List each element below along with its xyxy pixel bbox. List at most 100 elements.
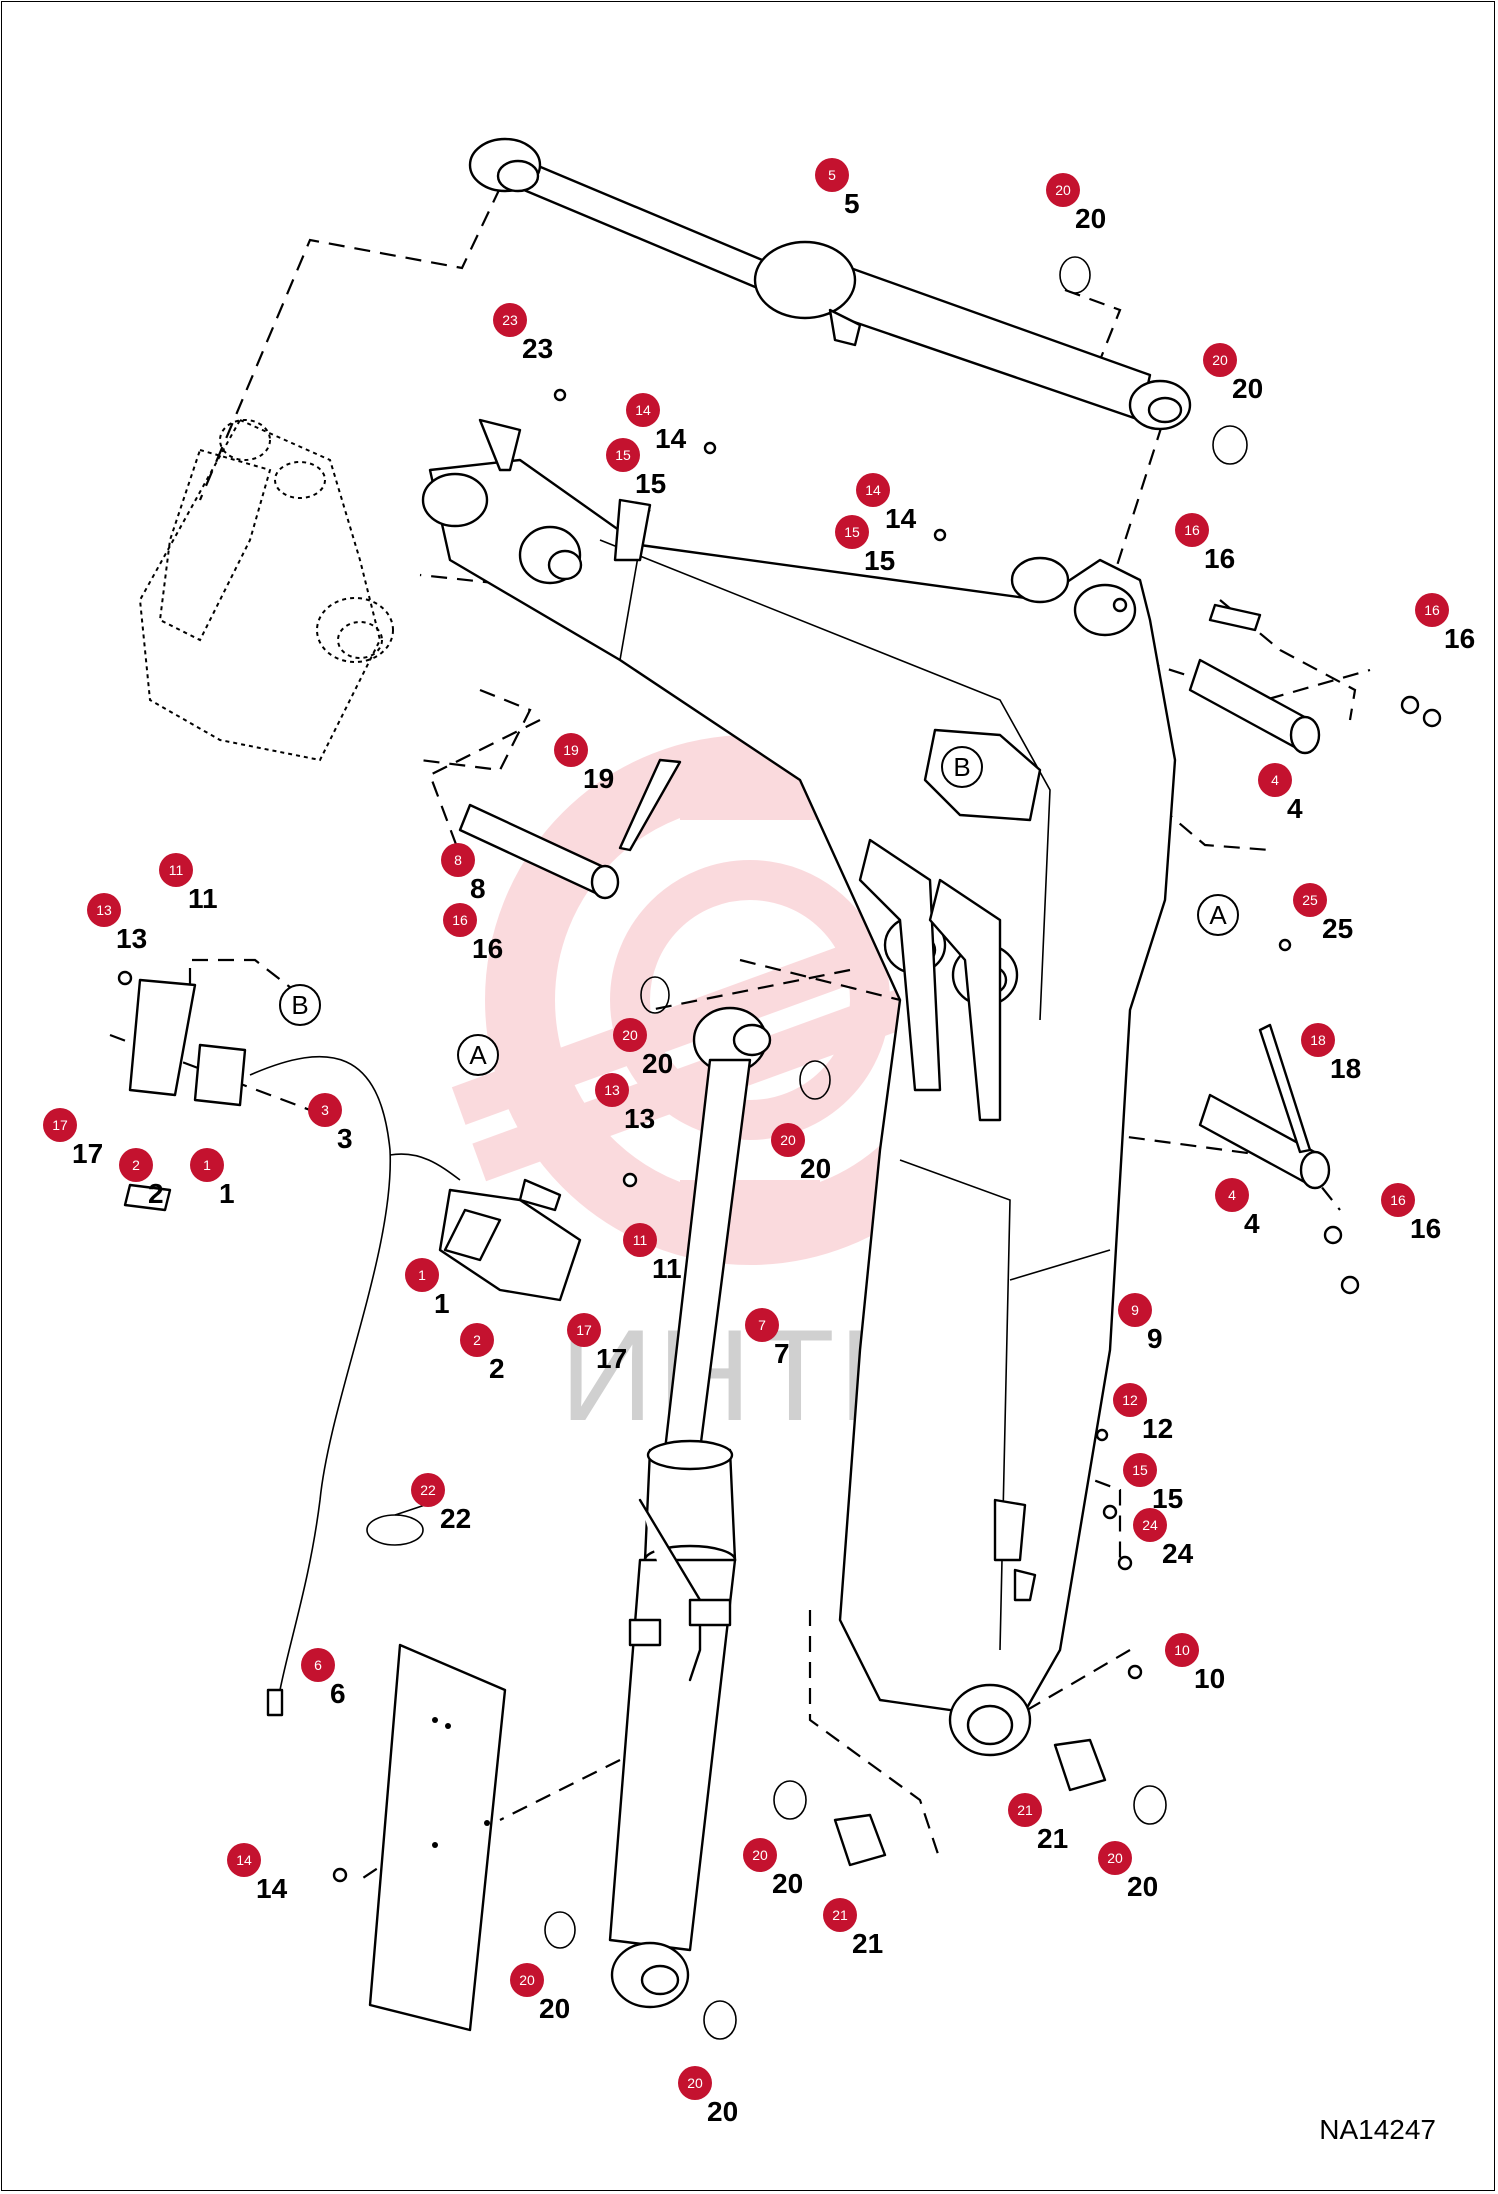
part-number-label: 13 <box>624 1103 655 1134</box>
badge-number: 17 <box>576 1322 592 1338</box>
shield-plate <box>368 1643 507 2032</box>
part-badge-7: 7 <box>745 1308 779 1342</box>
part-badge-15: 15 <box>835 515 869 549</box>
callout-a-2: A <box>457 1034 499 1076</box>
part-number-label: 5 <box>844 188 860 219</box>
badge-circle <box>493 303 527 337</box>
part-number-label: 3 <box>337 1123 353 1154</box>
badge-number: 15 <box>1132 1462 1148 1478</box>
part-badge-20: 20 <box>613 1018 647 1052</box>
part-badge-15: 15 <box>1123 1453 1157 1487</box>
badge-circle <box>1098 1841 1132 1875</box>
part-number-label: 12 <box>1142 1413 1173 1444</box>
badge-number: 2 <box>132 1157 140 1173</box>
badge-circle <box>510 1963 544 1997</box>
badge-circle <box>159 853 193 887</box>
part-number-label: 15 <box>635 468 666 499</box>
part-badge-20: 20 <box>510 1963 544 1997</box>
part-badge-18: 18 <box>1301 1023 1335 1057</box>
badge-circle <box>835 515 869 549</box>
badge-number: 16 <box>1424 602 1440 618</box>
badge-number: 11 <box>169 862 184 878</box>
badge-circle <box>1118 1293 1152 1327</box>
part-number-label: 11 <box>188 883 218 914</box>
part-number-label: 22 <box>440 1503 471 1534</box>
badge-number: 20 <box>1212 352 1228 368</box>
part-badge-20: 20 <box>771 1123 805 1157</box>
pins <box>458 603 1331 1867</box>
part-number-label: 14 <box>256 1873 288 1904</box>
part-badge-4: 4 <box>1258 763 1292 797</box>
part-number-label: 16 <box>1204 543 1235 574</box>
badge-circle <box>1203 343 1237 377</box>
badge-number: 13 <box>96 902 112 918</box>
badge-circle <box>1008 1793 1042 1827</box>
part-badge-14: 14 <box>227 1843 261 1877</box>
badge-circle <box>554 733 588 767</box>
badge-number: 16 <box>1184 522 1200 538</box>
badge-circle <box>43 1108 77 1142</box>
part-number-label: 13 <box>116 923 147 954</box>
work-light-right <box>438 1178 582 1302</box>
svg-text:A: A <box>1209 900 1227 930</box>
badge-number: 20 <box>780 1132 796 1148</box>
badge-circle <box>771 1123 805 1157</box>
svg-text:B: B <box>291 990 308 1020</box>
part-badge-14: 14 <box>856 473 890 507</box>
badge-circle <box>823 1898 857 1932</box>
badge-circle <box>1046 173 1080 207</box>
part-badge-16: 16 <box>443 903 477 937</box>
badge-number: 9 <box>1131 1302 1139 1318</box>
badge-number: 11 <box>633 1232 648 1248</box>
part-badge-16: 16 <box>1381 1183 1415 1217</box>
part-number-label: 20 <box>800 1153 831 1184</box>
badge-circle <box>308 1093 342 1127</box>
badge-circle <box>815 158 849 192</box>
part-badge-24: 24 <box>1133 1508 1167 1542</box>
part-number-label: 7 <box>774 1338 790 1369</box>
part-number-label: 10 <box>1194 1663 1225 1694</box>
part-number-label: 14 <box>885 503 917 534</box>
part-number-label: 24 <box>1162 1538 1194 1569</box>
badge-circle <box>1301 1023 1335 1057</box>
part-number-label: 9 <box>1147 1323 1163 1354</box>
part-number-label: 2 <box>489 1353 505 1384</box>
badge-circle <box>87 893 121 927</box>
part-badge-14: 14 <box>626 393 660 427</box>
badge-number: 21 <box>1017 1802 1033 1818</box>
badge-circle <box>1113 1383 1147 1417</box>
svg-text:B: B <box>953 752 970 782</box>
part-number-label: 1 <box>219 1178 235 1209</box>
badge-circle <box>678 2066 712 2100</box>
badge-circle <box>606 438 640 472</box>
part-number-label: 16 <box>1410 1213 1441 1244</box>
badge-number: 20 <box>1055 182 1071 198</box>
badge-circle <box>567 1313 601 1347</box>
part-badge-22: 22 <box>411 1473 445 1507</box>
callout-b-2: B <box>941 746 983 788</box>
part-badge-20: 20 <box>743 1838 777 1872</box>
badge-number: 17 <box>52 1117 68 1133</box>
badge-circle <box>613 1018 647 1052</box>
part-number-label: 18 <box>1330 1053 1361 1084</box>
badge-circle <box>595 1073 629 1107</box>
part-number-label: 17 <box>72 1138 103 1169</box>
part-badge-17: 17 <box>43 1108 77 1142</box>
badge-number: 16 <box>1390 1192 1406 1208</box>
part-badge-2: 2 <box>460 1323 494 1357</box>
part-badge-16: 16 <box>1415 593 1449 627</box>
part-badge-20: 20 <box>1098 1841 1132 1875</box>
badge-number: 16 <box>452 912 468 928</box>
part-number-label: 15 <box>864 545 895 576</box>
badge-circle <box>623 1223 657 1257</box>
part-number-label: 8 <box>470 873 486 904</box>
badge-number: 24 <box>1142 1517 1158 1533</box>
badge-number: 15 <box>844 524 860 540</box>
part-number-label: 20 <box>1075 203 1106 234</box>
part-badge-15: 15 <box>606 438 640 472</box>
badge-number: 8 <box>454 852 462 868</box>
part-badge-1: 1 <box>405 1258 439 1292</box>
part-number-label: 21 <box>852 1928 883 1959</box>
part-badge-23: 23 <box>493 303 527 337</box>
badge-circle <box>1381 1183 1415 1217</box>
